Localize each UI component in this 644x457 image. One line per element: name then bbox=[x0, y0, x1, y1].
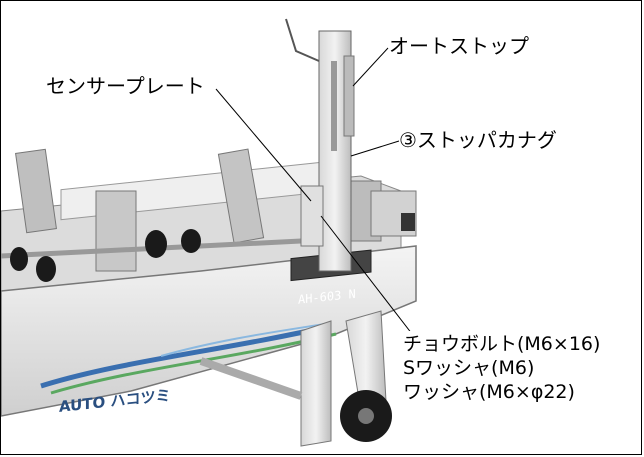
label-auto-stop: オートストップ bbox=[389, 34, 529, 58]
label-stopper-fitting: ③ストッパカナグ bbox=[399, 128, 557, 152]
stopper-post bbox=[285, 18, 355, 272]
label-bolt: チョウボルト(M6×16) bbox=[403, 333, 601, 355]
fastener-list: チョウボルト(M6×16) Sワッシャ(M6) ワッシャ(M6×φ22) bbox=[401, 331, 603, 405]
label-washer: ワッシャ(M6×φ22) bbox=[403, 381, 575, 403]
stand-legs bbox=[199, 310, 392, 447]
label-s-washer: Sワッシャ(M6) bbox=[403, 357, 535, 379]
leader-lines bbox=[215, 47, 420, 344]
model-plate-text: AH-603 N bbox=[298, 287, 356, 307]
label-sensor-plate: センサープレート bbox=[46, 74, 205, 98]
roller-row bbox=[1, 229, 302, 282]
